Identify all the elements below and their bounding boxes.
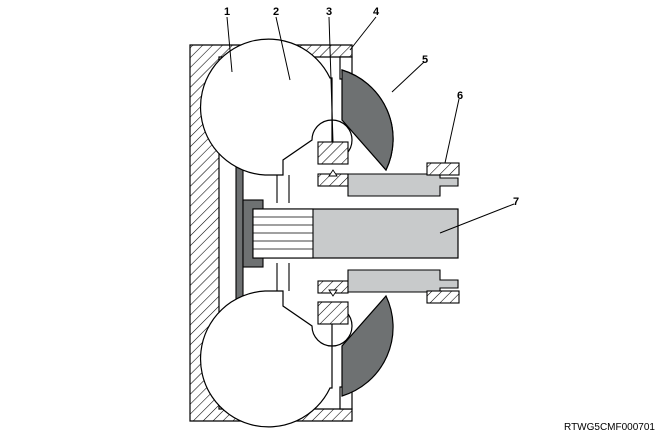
figure-code: RTWG5CMF000701 — [564, 422, 655, 433]
turbine-lower — [199, 290, 353, 428]
leader-lines — [226, 16, 515, 234]
callout-3: 3 — [326, 6, 332, 18]
callout-5: 5 — [422, 54, 428, 66]
callout-7: 7 — [513, 196, 519, 208]
pump-impeller-upper — [341, 69, 394, 172]
input-shaft — [252, 208, 459, 259]
callout-labels: 1 2 3 4 5 6 7 — [224, 6, 519, 208]
callout-4: 4 — [373, 6, 380, 18]
pump-impeller-lower — [341, 294, 394, 397]
callout-1: 1 — [224, 6, 230, 18]
callout-2: 2 — [273, 6, 279, 18]
stator-shaft — [347, 173, 459, 293]
oil-pump-body — [426, 162, 460, 304]
turbine-upper — [199, 38, 353, 176]
callout-6: 6 — [457, 90, 463, 102]
stator — [317, 141, 349, 325]
shaft-spline — [253, 216, 313, 250]
